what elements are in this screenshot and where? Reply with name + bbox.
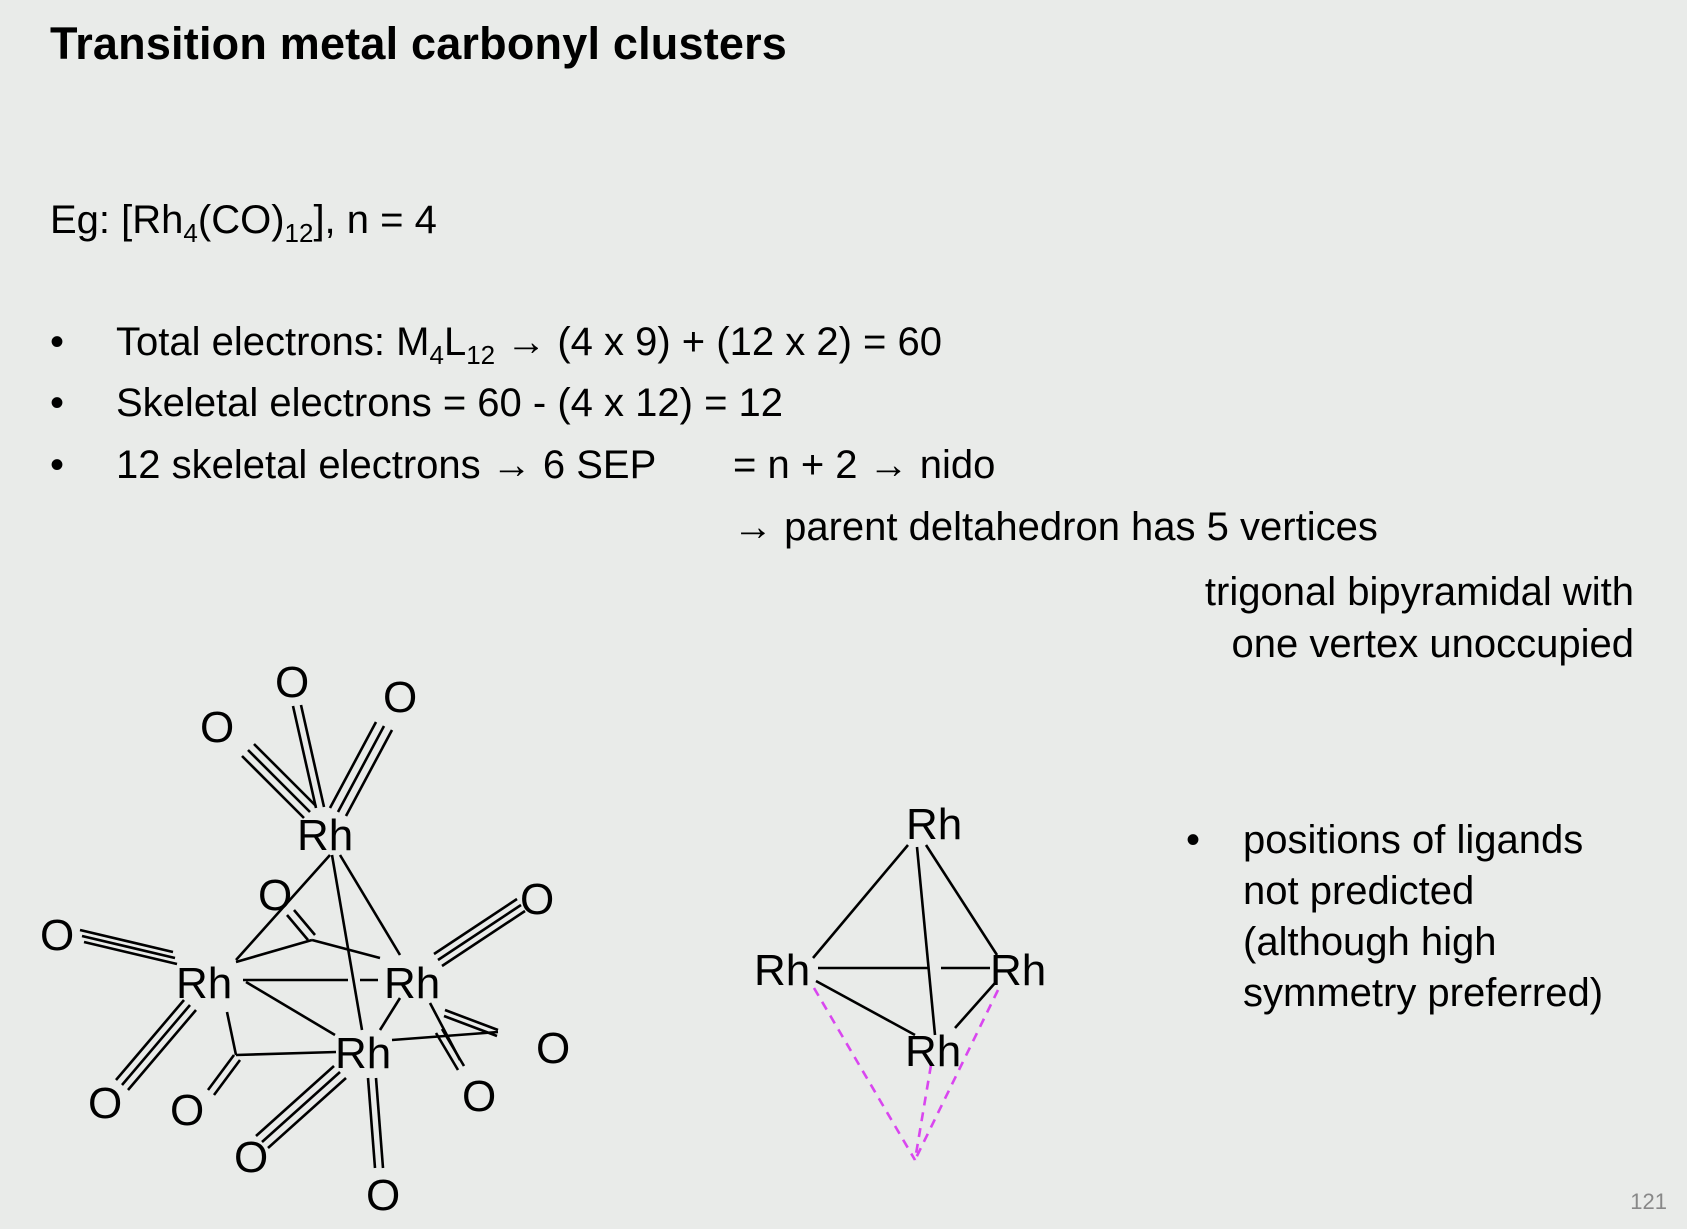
bullet-marker: • xyxy=(50,381,65,425)
note-line: symmetry preferred) xyxy=(1243,971,1604,1015)
o-atom-label: O xyxy=(366,1171,400,1220)
rh-atom-label: Rh xyxy=(335,1029,391,1078)
bullet-marker: • xyxy=(50,443,65,487)
o-atom-label: O xyxy=(462,1072,496,1121)
o-atom-label: O xyxy=(234,1133,268,1182)
missing-vertex-dashes xyxy=(812,987,1000,1161)
oxygen-labels: O O O O O O O O O O O O xyxy=(40,658,570,1220)
rh-atom-label: Rh xyxy=(905,1027,961,1076)
parent-deltahedron-line: → parent deltahedron has 5 vertices xyxy=(733,505,1378,549)
note-line: (although high xyxy=(1243,920,1497,964)
bullet-marker: • xyxy=(50,320,65,364)
slide-title: Transition metal carbonyl clusters xyxy=(50,18,788,69)
rh-atom-label: Rh xyxy=(754,946,810,995)
note-line: positions of ligands xyxy=(1243,818,1584,862)
o-atom-label: O xyxy=(520,875,554,924)
tbp-line-2: one vertex unoccupied xyxy=(1231,622,1635,666)
rh-atom-label: Rh xyxy=(384,959,440,1008)
rh-atom-label: Rh xyxy=(906,800,962,849)
bullet-text: Skeletal electrons = 60 - (4 x 12) = 12 xyxy=(116,381,784,425)
o-atom-label: O xyxy=(200,703,234,752)
note-line: not predicted xyxy=(1243,869,1475,913)
o-atom-label: O xyxy=(275,658,309,707)
rh-atom-labels: Rh Rh Rh Rh xyxy=(176,811,440,1078)
tbp-line-1: trigonal bipyramidal with xyxy=(1204,570,1634,614)
o-atom-label: O xyxy=(383,673,417,722)
bullet-marker: • xyxy=(1186,818,1201,862)
rh-atom-label: Rh xyxy=(297,811,353,860)
o-atom-label: O xyxy=(536,1024,570,1073)
o-atom-label: O xyxy=(88,1079,122,1128)
page-number: 121 xyxy=(1630,1189,1667,1214)
example-formula: Eg: [Rh4(CO)12], n = 4 xyxy=(50,198,437,248)
bullet-text: 12 skeletal electrons → 6 SEP xyxy=(116,443,657,487)
rh-atom-label: Rh xyxy=(176,959,232,1008)
nido-result: = n + 2 → nido xyxy=(733,443,996,487)
nido-skeleton-bonds xyxy=(812,844,999,1037)
o-atom-label: O xyxy=(170,1086,204,1135)
rh-bonds xyxy=(79,704,526,1169)
rh-atom-label: Rh xyxy=(990,946,1046,995)
bullet-text: Total electrons: M4L12 → (4 x 9) + (12 x… xyxy=(116,320,942,370)
o-atom-label: O xyxy=(258,871,292,920)
o-atom-label: O xyxy=(40,911,74,960)
nido-rh-labels: Rh Rh Rh Rh xyxy=(754,800,1046,1076)
